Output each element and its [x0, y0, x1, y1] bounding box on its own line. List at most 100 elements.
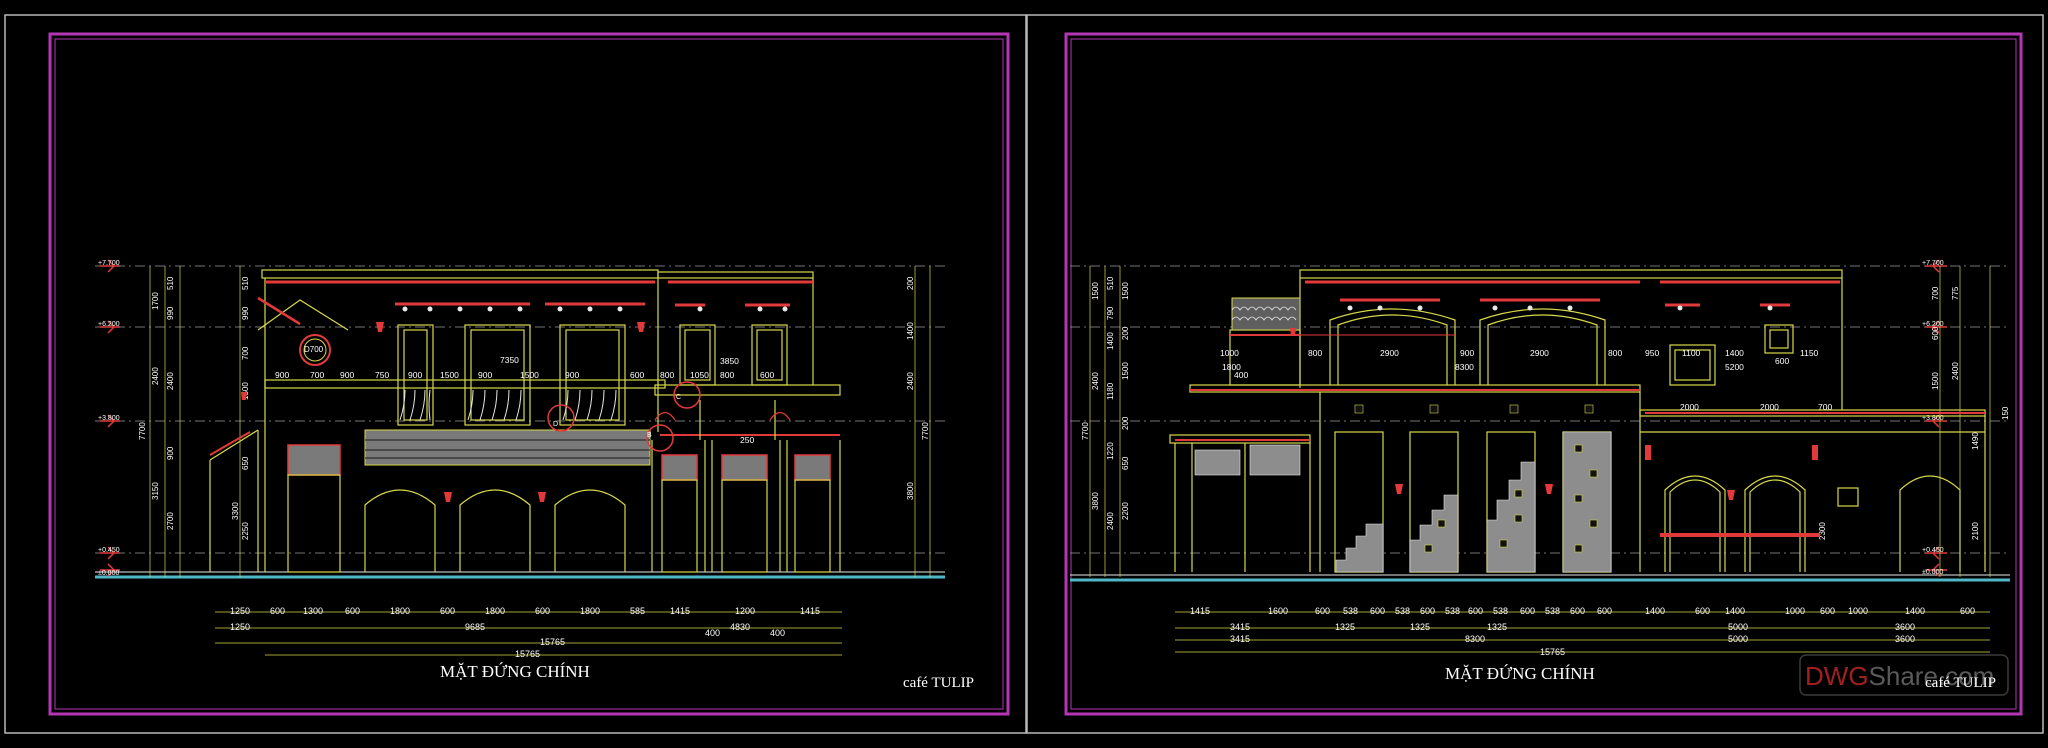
- svg-text:2400: 2400: [1951, 362, 1960, 380]
- dim-text: 2900: [1530, 348, 1549, 358]
- svg-text:1600: 1600: [1268, 606, 1288, 616]
- svg-text:650: 650: [241, 456, 250, 470]
- svg-text:600: 600: [1960, 606, 1975, 616]
- svg-text:990: 990: [241, 306, 250, 320]
- svg-text:2400: 2400: [166, 372, 175, 390]
- svg-text:600: 600: [1520, 606, 1535, 616]
- svg-text:600: 600: [1931, 326, 1940, 340]
- svg-text:8300: 8300: [1465, 634, 1485, 644]
- dim-text: 900: [275, 370, 289, 380]
- dim-text: 700: [1818, 402, 1832, 412]
- dim-text: 900: [478, 370, 492, 380]
- level-label: +6.200: [98, 321, 120, 328]
- dim-text: 750: [375, 370, 389, 380]
- svg-text:538: 538: [1395, 606, 1410, 616]
- svg-text:990: 990: [166, 306, 175, 320]
- svg-text:900: 900: [166, 446, 175, 460]
- level-label: ±0.000: [1922, 569, 1943, 576]
- dim-text: 1500: [520, 370, 539, 380]
- level-label: +0.450: [1922, 547, 1944, 554]
- svg-text:200: 200: [906, 276, 915, 290]
- dim-text: 1050: [690, 370, 709, 380]
- bottom-dimensions: 1250 600 1300 600 1800 600 1800 600 1800…: [230, 606, 820, 659]
- dim-text: 600: [1775, 356, 1789, 366]
- svg-text:400: 400: [770, 628, 785, 638]
- svg-text:600: 600: [1597, 606, 1612, 616]
- svg-text:2400: 2400: [1091, 372, 1100, 390]
- dim-text: 900: [408, 370, 422, 380]
- svg-text:538: 538: [1493, 606, 1508, 616]
- svg-text:3800: 3800: [1091, 492, 1100, 510]
- watermark-box: [1799, 654, 2009, 696]
- svg-text:1415: 1415: [800, 606, 820, 616]
- dim-text: 600: [630, 370, 644, 380]
- svg-text:7700: 7700: [1081, 422, 1090, 440]
- level-label: +7.700: [1922, 260, 1944, 267]
- svg-text:600: 600: [1370, 606, 1385, 616]
- sheet-1-title: MẶT ĐỨNG CHÍNH: [440, 662, 590, 681]
- svg-text:3150: 3150: [151, 482, 160, 500]
- svg-text:1180: 1180: [1106, 382, 1115, 400]
- svg-text:2400: 2400: [151, 367, 160, 385]
- dim-text: 2000: [1680, 402, 1699, 412]
- svg-text:2400: 2400: [906, 372, 915, 390]
- svg-text:B: B: [647, 432, 652, 439]
- svg-text:1400: 1400: [1725, 606, 1745, 616]
- dim-text: 1800: [1222, 362, 1241, 372]
- svg-text:3415: 3415: [1230, 622, 1250, 632]
- svg-text:1000: 1000: [1785, 606, 1805, 616]
- level-markers-left: [100, 259, 120, 577]
- level-label: +7.700: [98, 260, 120, 267]
- dim-text: 2900: [1380, 348, 1399, 358]
- svg-text:1415: 1415: [670, 606, 690, 616]
- svg-text:1500: 1500: [1121, 282, 1130, 300]
- round-window: [299, 334, 331, 366]
- svg-text:3600: 3600: [1895, 634, 1915, 644]
- dim-text: 1150: [1800, 348, 1819, 358]
- svg-text:538: 538: [1445, 606, 1460, 616]
- sheet-2-title: MẶT ĐỨNG CHÍNH: [1445, 664, 1595, 683]
- svg-text:510: 510: [166, 276, 175, 290]
- svg-text:600: 600: [1315, 606, 1330, 616]
- svg-text:1250: 1250: [230, 622, 250, 632]
- svg-text:9685: 9685: [465, 622, 485, 632]
- dim-text: 8300: [1455, 362, 1474, 372]
- svg-text:510: 510: [241, 276, 250, 290]
- dim-text: 600: [760, 370, 774, 380]
- svg-text:1325: 1325: [1335, 622, 1355, 632]
- dim-text: 1100: [1682, 348, 1701, 358]
- dim-text: 900: [340, 370, 354, 380]
- svg-text:790: 790: [1106, 306, 1115, 320]
- svg-text:1500: 1500: [1931, 372, 1940, 390]
- svg-text:1500: 1500: [1121, 362, 1130, 380]
- svg-text:538: 538: [1545, 606, 1560, 616]
- svg-text:1400: 1400: [1106, 332, 1115, 350]
- dim-text: 700: [310, 370, 324, 380]
- level-label: +6.200: [1922, 321, 1944, 328]
- stair-wall-hatch: [1194, 431, 1612, 573]
- level-markers-right: [1925, 259, 1947, 577]
- dim-text: 900: [565, 370, 579, 380]
- svg-text:600: 600: [1420, 606, 1435, 616]
- sheet-2-magenta-frame: [1064, 32, 2023, 716]
- svg-text:200: 200: [1121, 416, 1130, 430]
- dim-text: 1000: [1220, 348, 1239, 358]
- svg-text:600: 600: [1820, 606, 1835, 616]
- svg-text:510: 510: [1106, 276, 1115, 290]
- level-label: +0.450: [98, 547, 120, 554]
- dim-text: 800: [1608, 348, 1622, 358]
- svg-text:600: 600: [535, 606, 550, 616]
- svg-text:1000: 1000: [1848, 606, 1868, 616]
- sheet-1-outer-frame: [4, 14, 1027, 734]
- tile-roof: [1231, 297, 1301, 331]
- svg-text:200: 200: [1121, 326, 1130, 340]
- sheet-2-elevation: +7.700 +6.200 +3.800 +0.450 ±0.000 1500 …: [1070, 259, 2010, 696]
- svg-text:600: 600: [1695, 606, 1710, 616]
- svg-text:1400: 1400: [1645, 606, 1665, 616]
- svg-text:600: 600: [345, 606, 360, 616]
- level-label: ±0.000: [98, 570, 119, 577]
- sheet-2-project-name: café TULIP: [1925, 675, 1996, 691]
- svg-text:4830: 4830: [730, 622, 750, 632]
- sheet-2-outer-frame: [1026, 14, 2044, 734]
- svg-text:1300: 1300: [303, 606, 323, 616]
